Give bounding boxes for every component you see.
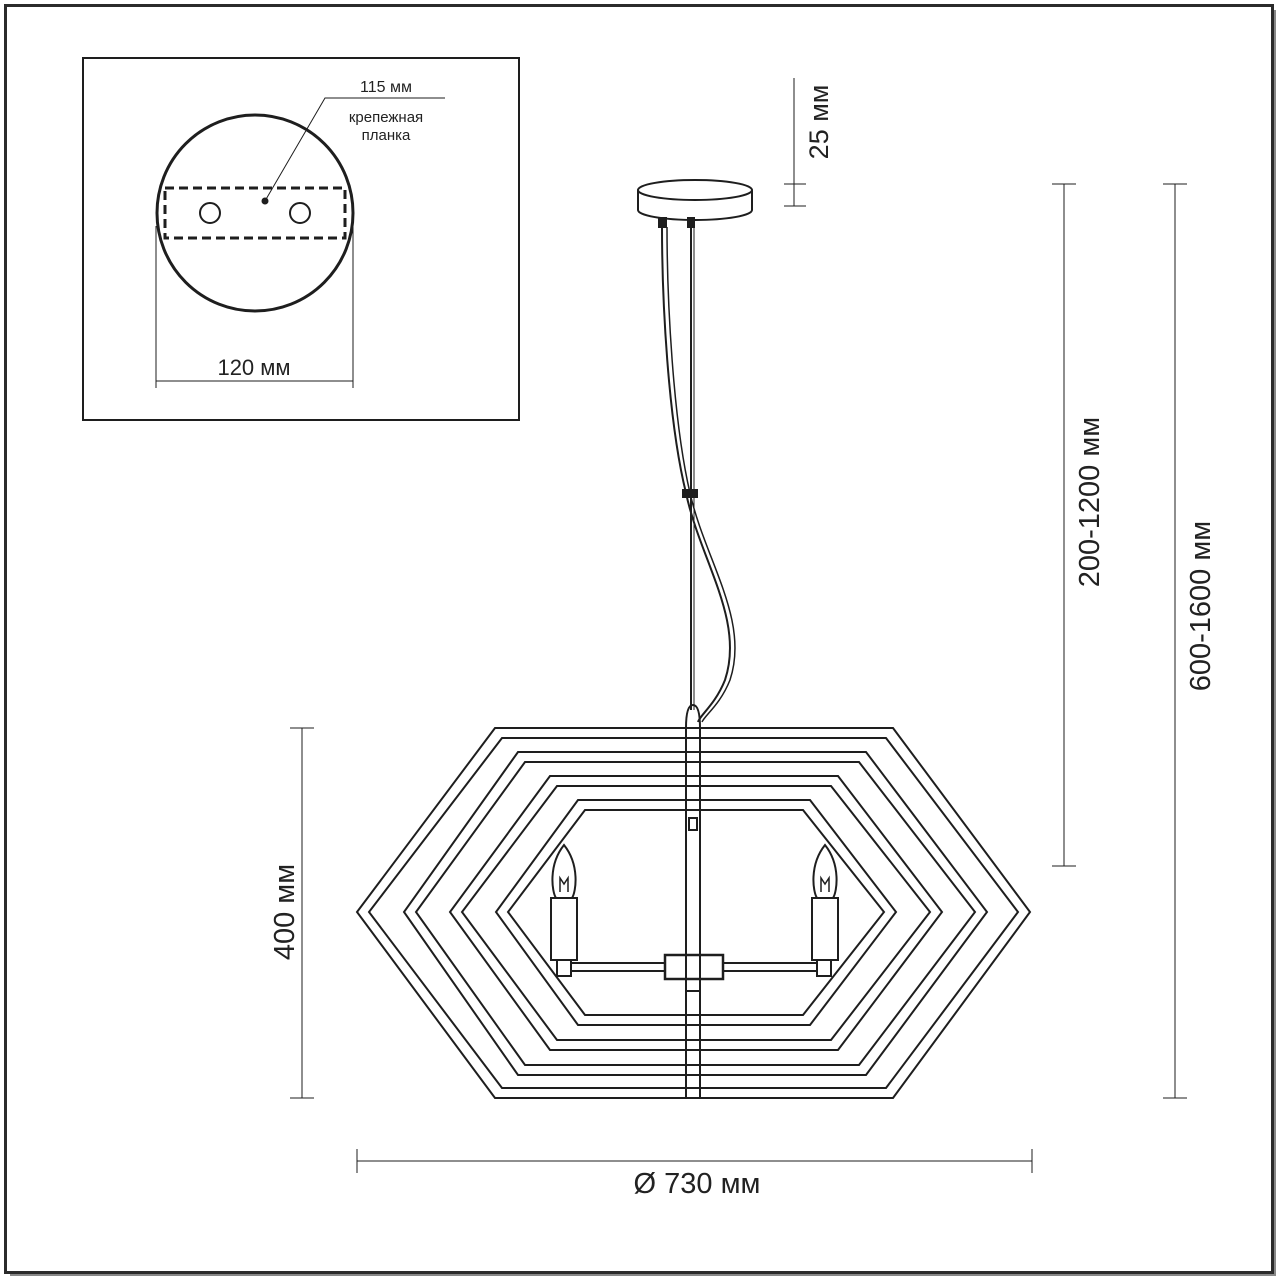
hex-frame-2-outer bbox=[402, 751, 989, 1076]
page-frame bbox=[4, 4, 1274, 1274]
cord-length-label: 200-1200 мм bbox=[1074, 417, 1106, 588]
bracket-label-line2: планка bbox=[362, 127, 411, 144]
hex-frame-4-inner bbox=[506, 809, 886, 1016]
hex-frame-1-outer bbox=[355, 727, 1032, 1099]
hex-frame-3-inner bbox=[460, 785, 932, 1041]
candle-right-sleeve bbox=[811, 897, 839, 961]
hexagon-frames bbox=[355, 727, 1032, 1099]
candle-left-bulb bbox=[551, 843, 577, 899]
candle-right-filament bbox=[820, 875, 830, 892]
candle-left-cup bbox=[556, 959, 572, 977]
canopy-height-label: 25 мм bbox=[804, 85, 834, 160]
canopy-top bbox=[637, 179, 753, 201]
hub-bottom-cap bbox=[685, 978, 701, 992]
inset-panel bbox=[82, 57, 520, 421]
mounting-bracket bbox=[163, 186, 347, 240]
rod-coupling bbox=[688, 817, 698, 831]
canopy-body bbox=[637, 190, 753, 221]
candle-right-bulb bbox=[812, 843, 838, 899]
candle-left-sleeve bbox=[550, 897, 578, 961]
hex-frame-3-outer bbox=[448, 775, 944, 1051]
candle-left-filament bbox=[559, 875, 569, 892]
hole-spacing-label: 115 мм bbox=[360, 79, 412, 96]
canopy-assembly bbox=[637, 179, 753, 729]
body-height-label: 400 мм bbox=[269, 864, 301, 960]
candle-assembly bbox=[550, 728, 839, 1098]
top-finial bbox=[684, 703, 702, 729]
hex-frame-1-inner bbox=[367, 737, 1020, 1089]
bracket-leader-line bbox=[264, 97, 445, 202]
bracket-label-line1: крепежная bbox=[349, 109, 423, 126]
diameter-label: Ø 730 мм bbox=[634, 1168, 761, 1200]
mounting-hole-right bbox=[289, 202, 311, 224]
cord-connector bbox=[658, 217, 667, 228]
hex-frame-2-inner bbox=[414, 761, 977, 1066]
cord-clip bbox=[682, 489, 698, 498]
plate-diameter-label: 120 мм bbox=[217, 355, 290, 380]
mounting-hole-left bbox=[199, 202, 221, 224]
inset-border bbox=[82, 57, 520, 421]
power-cord-2 bbox=[666, 226, 736, 723]
rod-connector bbox=[687, 217, 695, 228]
hex-frame-4-outer bbox=[494, 799, 898, 1026]
total-height-label: 600-1600 мм bbox=[1185, 521, 1217, 692]
center-hub bbox=[663, 953, 725, 981]
candle-right-cup bbox=[816, 959, 832, 977]
dimension-lines bbox=[290, 78, 1187, 1173]
power-cord bbox=[661, 226, 731, 723]
ceiling-plate-circle bbox=[155, 113, 355, 313]
page-frame-shadow bbox=[10, 10, 1276, 1276]
